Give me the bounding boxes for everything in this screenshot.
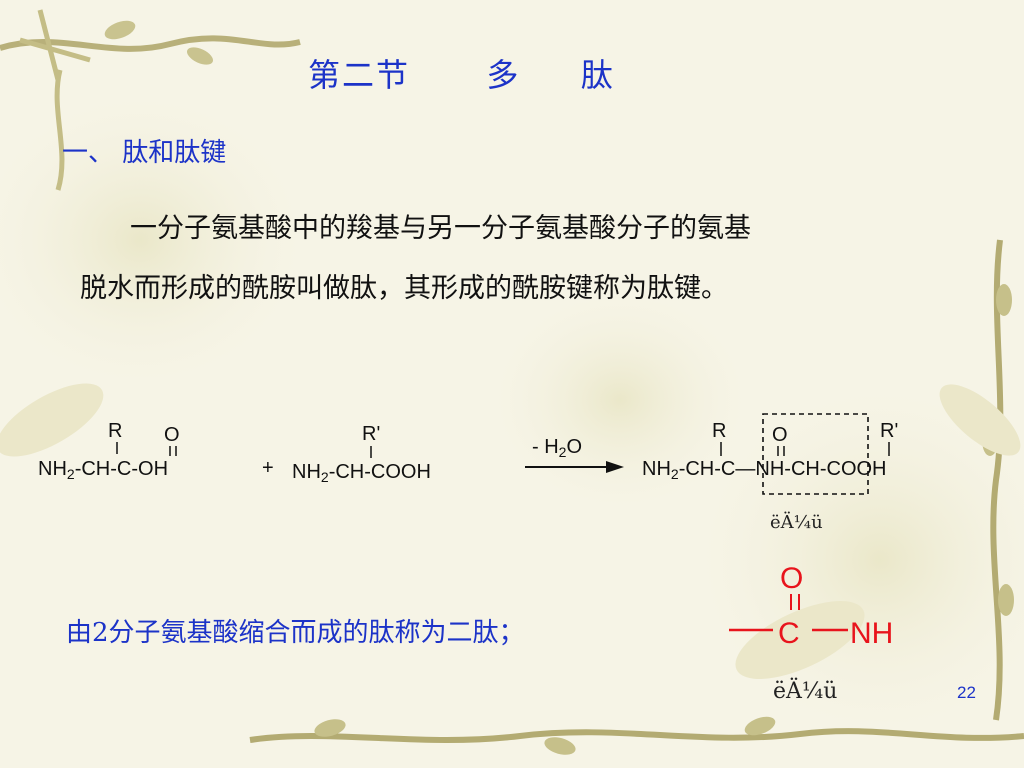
paragraph-line-1: 一分子氨基酸中的羧基与另一分子氨基酸分子的氨基 — [130, 213, 751, 244]
prod-o-label: O — [772, 424, 788, 446]
prod-r2-label: R' — [880, 420, 898, 442]
vine-right — [990, 239, 1004, 721]
section-heading: 一、 肽和肽键 — [62, 138, 227, 168]
title-part-1: 第二节 — [308, 56, 411, 94]
aa1-formula: NH2-CH-C-OH — [38, 458, 168, 482]
aa2-r-label: R' — [362, 423, 380, 445]
prod-r-label: R — [712, 420, 726, 442]
reaction-caption: ëÄ¼ü — [770, 512, 823, 533]
title-part-2: 多 — [486, 56, 521, 94]
arrow-condition: - H2O — [532, 436, 582, 460]
bond-nh-label: NH — [850, 617, 893, 650]
vine-bottom — [249, 728, 1024, 743]
bond-c-label: C — [778, 617, 800, 650]
aa2-formula: NH2-CH-COOH — [292, 461, 431, 485]
aa1-r-label: R — [108, 420, 122, 442]
peptide-bond-highlight-box — [762, 413, 869, 495]
title-part-3: 肽 — [580, 56, 615, 94]
paragraph-line-2: 脱水而形成的酰胺叫做肽，其形成的酰胺键称为肽键。 — [80, 273, 728, 304]
dipeptide-definition: 由2分子氨基酸缩合而成的肽称为二肽； — [66, 618, 525, 648]
product-formula: NH2-CH-C—NH-CH-COOH — [642, 458, 887, 482]
slide-title: 第二节 多 肽 — [308, 50, 615, 96]
aa1-o-label: O — [164, 424, 180, 446]
bond-caption: ëÄ¼ü — [773, 679, 838, 704]
plus-sign: + — [262, 457, 274, 479]
page-number: 22 — [957, 683, 976, 702]
bond-o-label: O — [780, 562, 803, 595]
